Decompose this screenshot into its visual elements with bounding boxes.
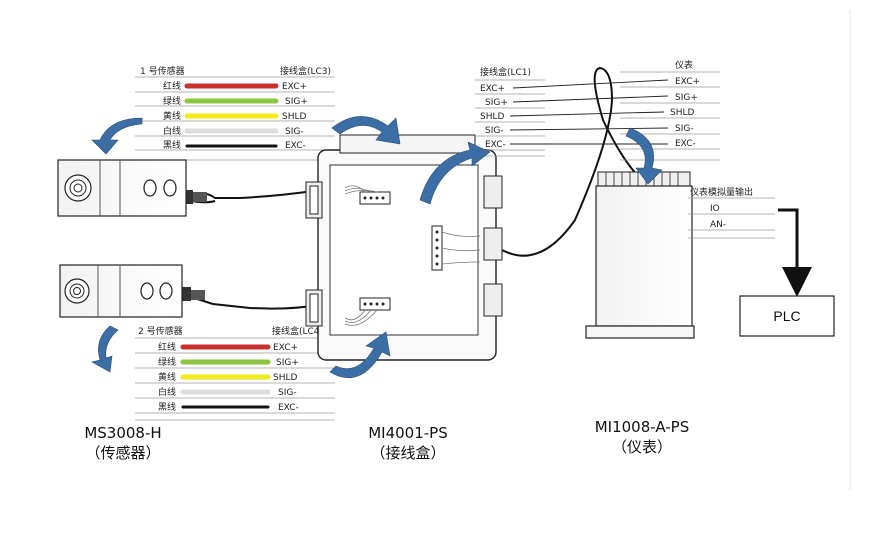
sensor2-term-sig-minus: SIG- [278, 388, 297, 398]
sensor1-term-sig-minus: SIG- [285, 127, 304, 137]
arrow-curved-icon [625, 127, 663, 185]
sensor1-lc-title: 接线盒(LC3) [280, 65, 331, 77]
sensor-name-caption: （传感器） [85, 444, 160, 462]
sensor1-term-shld: SHLD [282, 112, 306, 122]
sensor1-wiring-table: 1 号传感器 接线盒(LC3) 红线 绿线 黄线 白线 黑线 EXC+ SIG+… [135, 65, 335, 161]
analog-to-plc-arrow [778, 208, 812, 297]
sensor1-wire-black: 黑线 [163, 139, 181, 151]
meter-name-caption: （仪表） [612, 438, 672, 456]
jbox-to-meter-cable [501, 66, 641, 257]
jbox-lc1-title: 接线盒(LC1) [480, 66, 531, 78]
blue-arrows [91, 116, 663, 379]
sensor2-term-exc-minus: EXC- [278, 403, 299, 413]
sensor1-wire-yellow: 黄线 [163, 110, 181, 122]
sensor2-bolt-icon [64, 278, 90, 304]
meter-term-sig-plus: SIG+ [675, 93, 698, 103]
meter-analog-table: 仪表模拟量输出 IO AN- [688, 186, 775, 239]
sensor2-wiring-table: 2 号传感器 接线盒(LC4) 红线 绿线 黄线 白线 黑线 EXC+ SIG+… [135, 325, 335, 421]
sensor2-title: 2 号传感器 [138, 325, 183, 337]
arrow-curved-icon [91, 325, 119, 373]
jbox-model-caption: MI4001-PS [368, 424, 448, 442]
plc-label: PLC [773, 308, 800, 324]
sensor1-device [57, 159, 321, 217]
meter-analog-an-minus: AN- [710, 220, 726, 230]
arrow-curved-icon [419, 141, 491, 205]
meter-terminal-table: 仪表 EXC+ SIG+ SHLD SIG- EXC- [620, 59, 720, 161]
sensor1-wire-green: 绿线 [163, 95, 181, 107]
jbox-name-caption: （接线盒） [370, 444, 445, 462]
arrow-curved-icon [91, 117, 143, 155]
sensor-model-caption: MS3008-H [84, 424, 161, 442]
sensor1-wire-red: 红线 [163, 80, 181, 92]
meter-term-sig-minus: SIG- [675, 124, 694, 134]
jbox-lc1-table: 接线盒(LC1) EXC+ SIG+ SHLD SIG- EXC- [475, 66, 545, 157]
meter-term-exc-plus: EXC+ [675, 77, 700, 87]
sensor2-wire-black: 黑线 [158, 401, 176, 413]
sensor2-term-shld: SHLD [273, 373, 297, 383]
jbox-term-exc-minus: EXC- [485, 140, 506, 150]
sensor1-title: 1 号传感器 [140, 65, 185, 77]
meter-term-exc-minus: EXC- [675, 139, 696, 149]
sensor1-term-exc-minus: EXC- [285, 141, 306, 151]
sensor2-lc-title: 接线盒(LC4) [272, 325, 323, 337]
sensor1-bolt-icon [64, 174, 92, 202]
jbox-term-sig-plus: SIG+ [485, 98, 508, 108]
sensor2-device [59, 264, 319, 318]
sensor2-wire-white: 白线 [158, 386, 176, 398]
plc-box: PLC [739, 295, 835, 337]
junction-box-device [305, 66, 641, 361]
meter-model-caption: MI1008-A-PS [595, 418, 690, 436]
jbox-term-sig-minus: SIG- [485, 126, 504, 136]
meter-analog-io: IO [710, 204, 720, 214]
sensor2-wire-red: 红线 [158, 341, 176, 353]
sensor2-wire-yellow: 黄线 [158, 371, 176, 383]
meter-analog-title: 仪表模拟量输出 [690, 186, 753, 198]
sensor1-term-sig-plus: SIG+ [285, 97, 308, 107]
sensor2-term-sig-plus: SIG+ [276, 358, 299, 368]
meter-term-shld: SHLD [670, 108, 694, 118]
arrow-curved-icon [329, 331, 391, 379]
meter-device [585, 171, 695, 339]
sensor2-wire-green: 绿线 [158, 356, 176, 368]
meter-title: 仪表 [675, 59, 693, 71]
jbox-term-shld: SHLD [480, 112, 504, 122]
arrow-curved-icon [331, 116, 401, 145]
sensor2-term-exc-plus: EXC+ [273, 343, 298, 353]
sensor1-wire-white: 白线 [163, 125, 181, 137]
jbox-term-exc-plus: EXC+ [480, 84, 505, 94]
sensor1-term-exc-plus: EXC+ [282, 82, 307, 92]
